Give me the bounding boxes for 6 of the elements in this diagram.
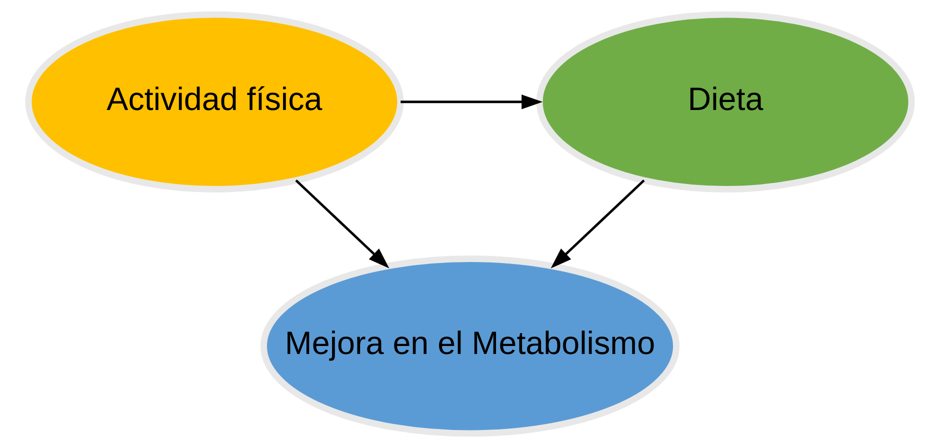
node-ellipse: Actividad física	[24, 11, 404, 192]
arrow	[550, 180, 644, 268]
arrow	[294, 180, 389, 268]
arrow	[400, 94, 542, 110]
node-ellipse: Dieta	[536, 11, 914, 192]
node-ellipse: Mejora en el Metabolismo	[260, 256, 679, 437]
